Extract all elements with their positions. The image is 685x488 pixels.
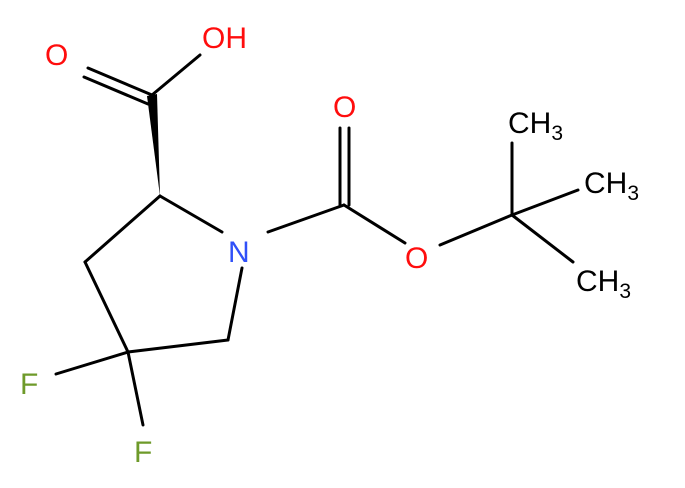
- atom-o-ester: O: [405, 242, 428, 275]
- bond-c-oh: [150, 53, 202, 97]
- bond-c3-c2: [83, 194, 162, 264]
- bond-c4-f2: [126, 350, 145, 427]
- atom-n: N: [228, 236, 250, 269]
- atom-ch3-c: CH3: [576, 265, 631, 303]
- atom-f-1: F: [20, 368, 38, 401]
- bond-cboc-o-ester: [342, 203, 407, 245]
- atom-oh-label: OH: [202, 22, 247, 55]
- bond-o-cq: [438, 213, 514, 247]
- atom-ch3-b: CH3: [584, 167, 639, 205]
- bond-cq-ch3c: [510, 213, 575, 264]
- bond-c5-c4: [126, 338, 230, 354]
- bond-c2-n: [158, 194, 224, 234]
- atom-o-acid-carbonyl: O: [45, 39, 68, 72]
- bond-c4-c3: [83, 260, 130, 354]
- atom-o-boc-carbonyl: O: [333, 91, 356, 124]
- bond-c4-f1: [54, 350, 130, 376]
- bond-c-o-double-1: [86, 66, 154, 97]
- atom-ch3-a: CH3: [508, 107, 563, 145]
- bond-n-cboc: [266, 203, 346, 234]
- bond-n-c5: [226, 266, 244, 342]
- atom-f-2: F: [134, 436, 152, 469]
- bond-cq-ch3b: [510, 188, 580, 217]
- stereo-wedge-bond: [147, 94, 160, 196]
- bond-c-o-double-2: [82, 75, 150, 106]
